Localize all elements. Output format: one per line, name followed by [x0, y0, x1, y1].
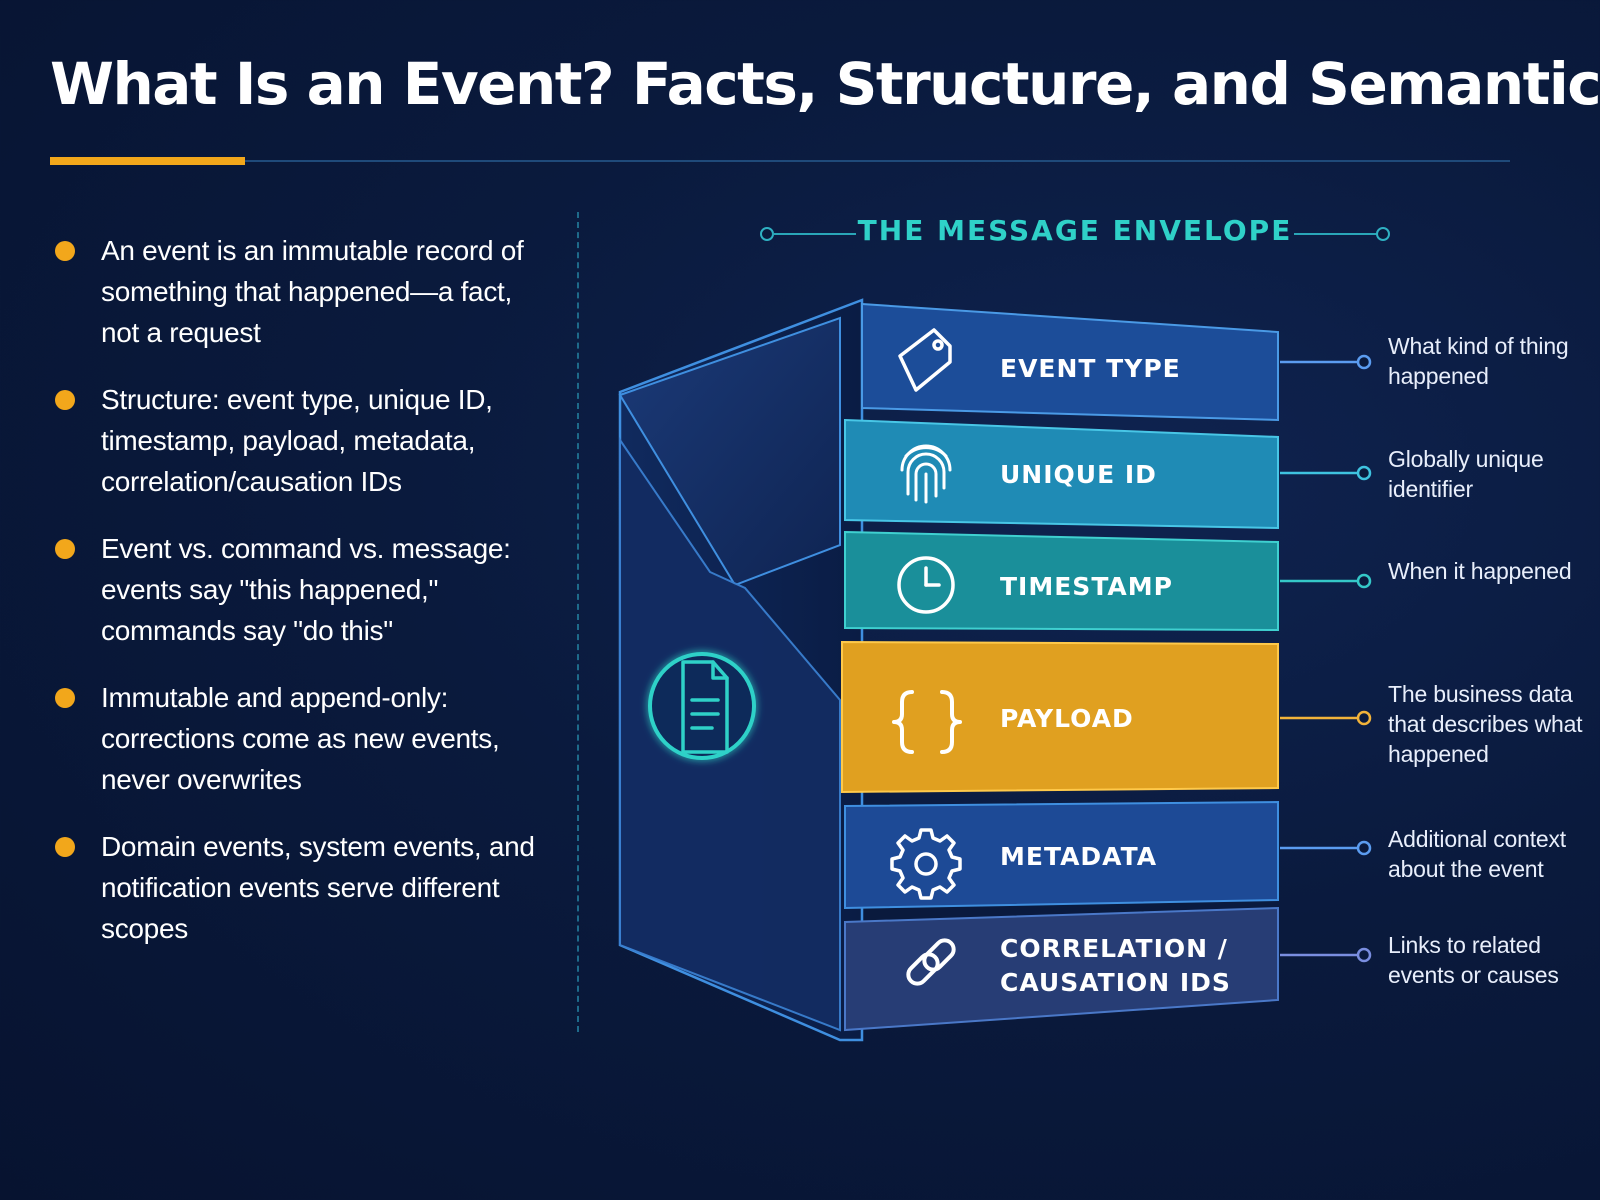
clock-icon	[897, 556, 955, 614]
layer-label-correlation: CORRELATION / CAUSATION IDS	[1000, 932, 1231, 1000]
layer-label-event-type: EVENT TYPE	[1000, 354, 1181, 383]
layer-description-metadata: Additional context about the event	[1388, 826, 1566, 882]
column-divider	[577, 212, 579, 1032]
layer-label-timestamp: TIMESTAMP	[1000, 572, 1173, 601]
bullet-item: Domain events, system events, and notifi…	[55, 826, 555, 949]
braces-icon	[892, 690, 962, 754]
heading-right-dot	[1376, 227, 1390, 241]
bullet-text: Immutable and append-only: corrections c…	[101, 682, 500, 795]
heading-left-line	[772, 233, 856, 235]
bullet-text: An event is an immutable record of somet…	[101, 235, 524, 348]
layer-slab-correlation	[844, 906, 1279, 1032]
bullet-item: Event vs. command vs. message: events sa…	[55, 528, 555, 651]
page-title: What Is an Event? Facts, Structure, and …	[50, 50, 1600, 118]
layer-slab-timestamp	[844, 530, 1279, 632]
fingerprint-icon	[900, 444, 952, 504]
layer-description-payload: The business data that describes what ha…	[1388, 681, 1583, 767]
connector-dot-timestamp	[1356, 573, 1372, 589]
layer-description-timestamp: When it happened	[1388, 558, 1572, 584]
gear-icon	[890, 828, 962, 900]
bullet-item: Structure: event type, unique ID, timest…	[55, 379, 555, 502]
title-accent-bar	[50, 157, 245, 165]
layer-label-payload: PAYLOAD	[1000, 704, 1134, 733]
bullet-dot	[55, 539, 75, 559]
layer-description-unique-id: Globally unique identifier	[1388, 446, 1544, 502]
layer-label-correlation-line2: CAUSATION IDS	[1000, 968, 1231, 997]
layer-description-correlation: Links to related events or causes	[1388, 932, 1559, 988]
connector-dot-event-type	[1356, 354, 1372, 370]
layer-label-unique-id: UNIQUE ID	[1000, 460, 1157, 489]
bullet-text: Event vs. command vs. message: events sa…	[101, 533, 511, 646]
bullet-item: An event is an immutable record of somet…	[55, 230, 555, 353]
heading-right-line	[1294, 233, 1378, 235]
connector-dot-metadata	[1356, 840, 1372, 856]
connector-dot-payload	[1356, 710, 1372, 726]
bullet-dot	[55, 837, 75, 857]
connector-dot-correlation	[1356, 947, 1372, 963]
layer-slab-unique-id	[844, 418, 1279, 530]
bullet-dot	[55, 390, 75, 410]
link-icon	[906, 938, 956, 986]
document-icon	[681, 660, 729, 754]
layer-label-metadata: METADATA	[1000, 842, 1158, 871]
envelope-heading: THE MESSAGE ENVELOPE	[760, 212, 1390, 256]
connector-dot-unique-id	[1356, 465, 1372, 481]
bullet-text: Structure: event type, unique ID, timest…	[101, 384, 493, 497]
bullet-item: Immutable and append-only: corrections c…	[55, 677, 555, 800]
layer-label-correlation-line1: CORRELATION /	[1000, 934, 1228, 963]
bullet-list: An event is an immutable record of somet…	[55, 230, 555, 975]
title-rule	[50, 160, 1510, 162]
envelope-badge	[648, 652, 756, 760]
layer-slab-payload	[841, 640, 1279, 794]
envelope-flap	[618, 316, 841, 587]
bullet-dot	[55, 688, 75, 708]
layer-slab-event-type	[861, 302, 1279, 422]
bullet-text: Domain events, system events, and notifi…	[101, 831, 535, 944]
envelope-heading-text: THE MESSAGE ENVELOPE	[857, 214, 1293, 247]
tag-icon	[898, 328, 952, 392]
layer-description-event-type: What kind of thing happened	[1388, 333, 1569, 389]
bullet-dot	[55, 241, 75, 261]
